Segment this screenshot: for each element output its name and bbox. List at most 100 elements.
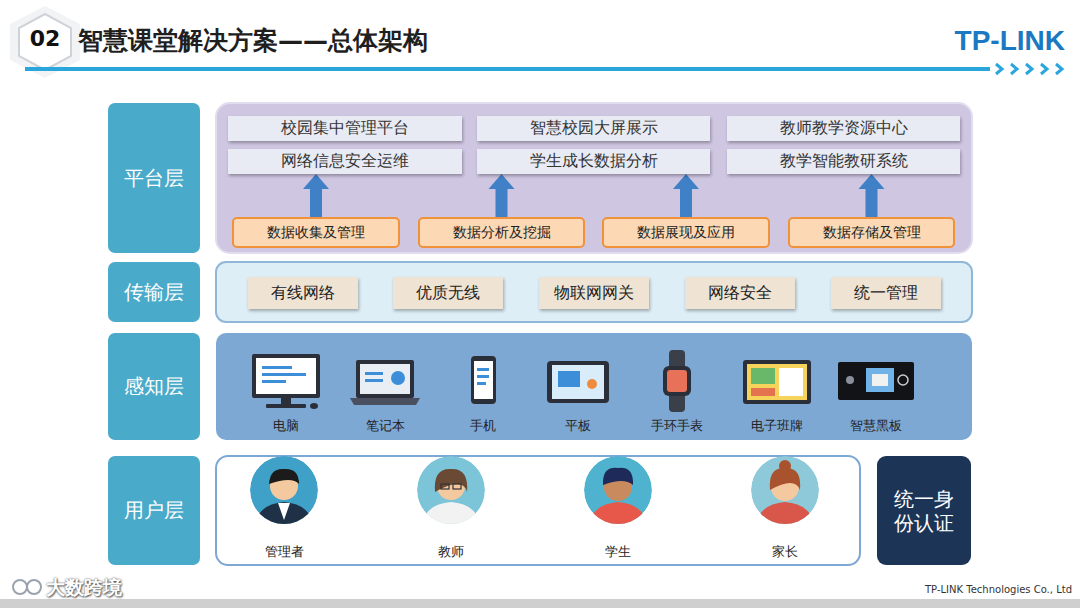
- label-text: 管理者: [265, 544, 304, 559]
- node-text: 统一管理: [854, 283, 918, 304]
- glasses: [441, 484, 449, 489]
- glasses: [453, 484, 461, 489]
- watermark-logo: [27, 580, 41, 594]
- node-text: 学生成长数据分析: [530, 151, 658, 172]
- data-box: 数据展现及应用: [602, 217, 770, 248]
- flow-arrow: [673, 174, 699, 217]
- node-text: 网络安全: [708, 283, 772, 304]
- board-dot: [846, 376, 854, 384]
- data-box: 数据存储及管理: [788, 217, 955, 248]
- label-text: 学生: [605, 544, 631, 559]
- platform-panel: [216, 103, 972, 253]
- node-text: 物联网网关: [554, 283, 634, 304]
- phone-screen: [474, 361, 493, 399]
- node-text: 教师教学资源中心: [780, 118, 908, 139]
- laptop-screen: [360, 364, 410, 394]
- avatar-clip: [417, 456, 485, 530]
- screen-line: [477, 375, 489, 378]
- label-text: 电脑: [273, 418, 299, 433]
- board-dial: [898, 375, 908, 385]
- header-rule: [25, 67, 990, 71]
- keyboard: [266, 404, 306, 408]
- watch-icon: [663, 350, 691, 412]
- flow-arrow: [859, 174, 885, 217]
- sign-panel: [779, 368, 803, 396]
- platform-box: 网络信息安全运维: [228, 149, 462, 174]
- node-text: 数据分析及挖掘: [453, 224, 551, 242]
- layer-label: 平台层: [108, 103, 200, 253]
- blouse: [421, 502, 481, 530]
- transport-box: 优质无线: [393, 277, 503, 309]
- brand-logo: TP-LINK: [905, 25, 1065, 57]
- phone-icon: [471, 356, 496, 404]
- mouse: [310, 403, 318, 409]
- transport-panel: [216, 262, 972, 322]
- avatar-clip: [751, 456, 819, 530]
- header-chevrons: [996, 64, 1062, 74]
- label-text: 教师: [438, 544, 464, 559]
- stand: [281, 398, 291, 404]
- class-sign-icon: [743, 360, 811, 404]
- screen-line: [262, 380, 286, 383]
- node-text: 平台层: [124, 165, 184, 192]
- label-text: 智慧黑板: [850, 418, 902, 433]
- page-title: 智慧课堂解决方案——总体架构: [78, 24, 428, 57]
- tablet-window: [558, 371, 580, 387]
- platform-box: 教师教学资源中心: [727, 116, 960, 141]
- label-text: 平板: [565, 418, 591, 433]
- platform-box: 学生成长数据分析: [477, 149, 710, 174]
- label-text: 02: [30, 26, 61, 51]
- data-box: 数据分析及挖掘: [418, 217, 585, 248]
- label-text: 大数跨境: [46, 576, 122, 598]
- layer-label: 用户层: [108, 456, 200, 565]
- laptop-lid: [356, 360, 414, 398]
- monitor: [252, 354, 320, 398]
- flow-arrow: [489, 174, 515, 217]
- user-label: 管理者: [244, 543, 324, 561]
- device-label: 手机: [443, 417, 523, 435]
- watermark-logo: [13, 580, 27, 594]
- label-text: TP-LINK: [955, 25, 1065, 56]
- node-text: 用户层: [124, 497, 184, 524]
- node-text: 统一身份认证: [893, 487, 955, 535]
- node-text: 数据存储及管理: [823, 224, 921, 242]
- label-text: 笔记本: [366, 418, 405, 433]
- label-text: 手环手表: [651, 418, 703, 433]
- section-number: 02: [25, 26, 65, 51]
- tablet-screen: [552, 365, 604, 399]
- label-text: 手机: [470, 418, 496, 433]
- sign-body: [743, 360, 811, 404]
- chevron: [1056, 64, 1062, 74]
- hair: [603, 468, 633, 485]
- transport-box: 物联网网关: [539, 277, 649, 309]
- shirt: [278, 503, 290, 520]
- screen-line: [477, 382, 486, 385]
- suit: [254, 502, 314, 530]
- platform-box: 教学智能教研系统: [727, 149, 960, 174]
- screen-line: [262, 366, 292, 369]
- node-text: 有线网络: [271, 283, 335, 304]
- footer-bar: [0, 599, 1080, 608]
- user-panel: [216, 456, 860, 565]
- screen-line: [477, 368, 489, 371]
- node-text: 传输层: [124, 279, 184, 306]
- tablet-body: [547, 361, 609, 403]
- node-text: 数据收集及管理: [267, 224, 365, 242]
- device-label: 笔记本: [345, 417, 425, 435]
- user-label: 学生: [578, 543, 658, 561]
- device-label: 电脑: [246, 417, 326, 435]
- dress: [755, 502, 815, 530]
- laptop-icon: [350, 360, 420, 405]
- footer-text: TP-LINK Technologies Co., Ltd: [832, 584, 1072, 595]
- badge-hexagon: [19, 14, 71, 70]
- phone-body: [471, 356, 496, 404]
- node-text: 优质无线: [416, 283, 480, 304]
- identity-box: 统一身份认证: [877, 456, 971, 565]
- chevron: [1026, 64, 1032, 74]
- transport-box: 有线网络: [248, 277, 358, 309]
- platform-box: 校园集中管理平台: [228, 116, 462, 141]
- user-label: 教师: [411, 543, 491, 561]
- cloud-dot: [391, 371, 405, 385]
- label-text: 电子班牌: [751, 418, 803, 433]
